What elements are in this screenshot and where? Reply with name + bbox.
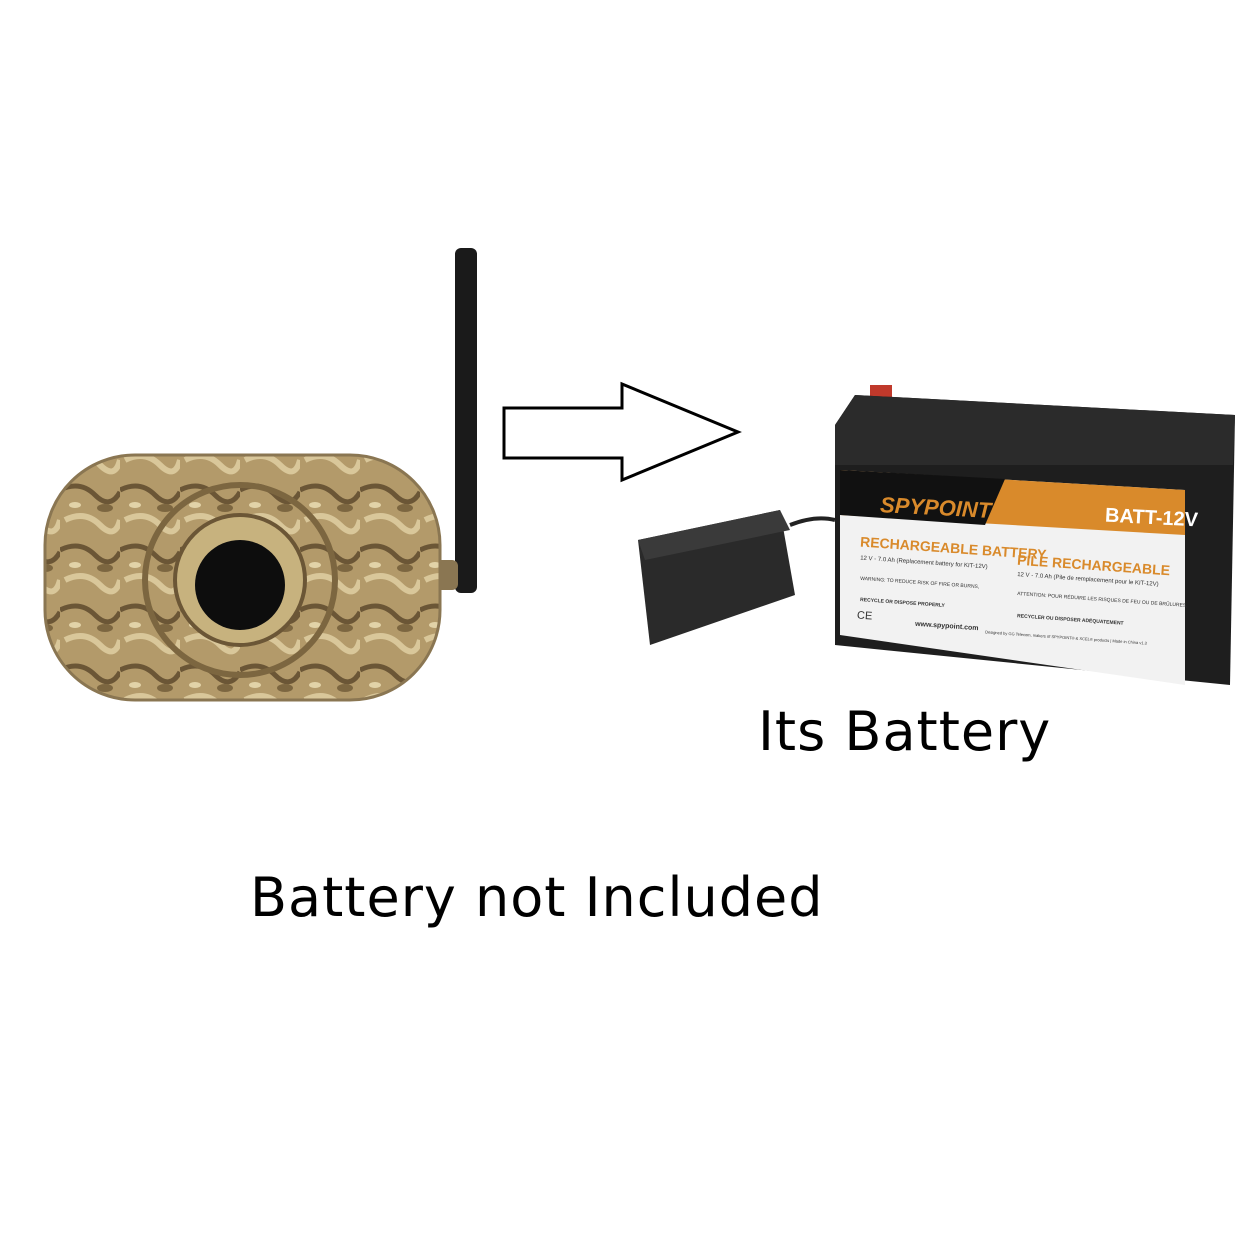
its-battery-caption: Its Battery [758,700,1052,763]
battery-model: BATT-12V [1104,504,1199,532]
arrow-right-icon [502,381,742,483]
sensor-lens [195,540,285,630]
antenna [455,248,477,593]
motion-sensor-device [43,248,477,702]
battery-not-included-caption: Battery not Included [250,866,824,929]
battery: BATT-12V SPYPOINT RECHARGEABLE BATTERY 1… [835,385,1235,697]
battery-cert-marks: CE [856,609,873,623]
charger-adapter [638,510,836,645]
